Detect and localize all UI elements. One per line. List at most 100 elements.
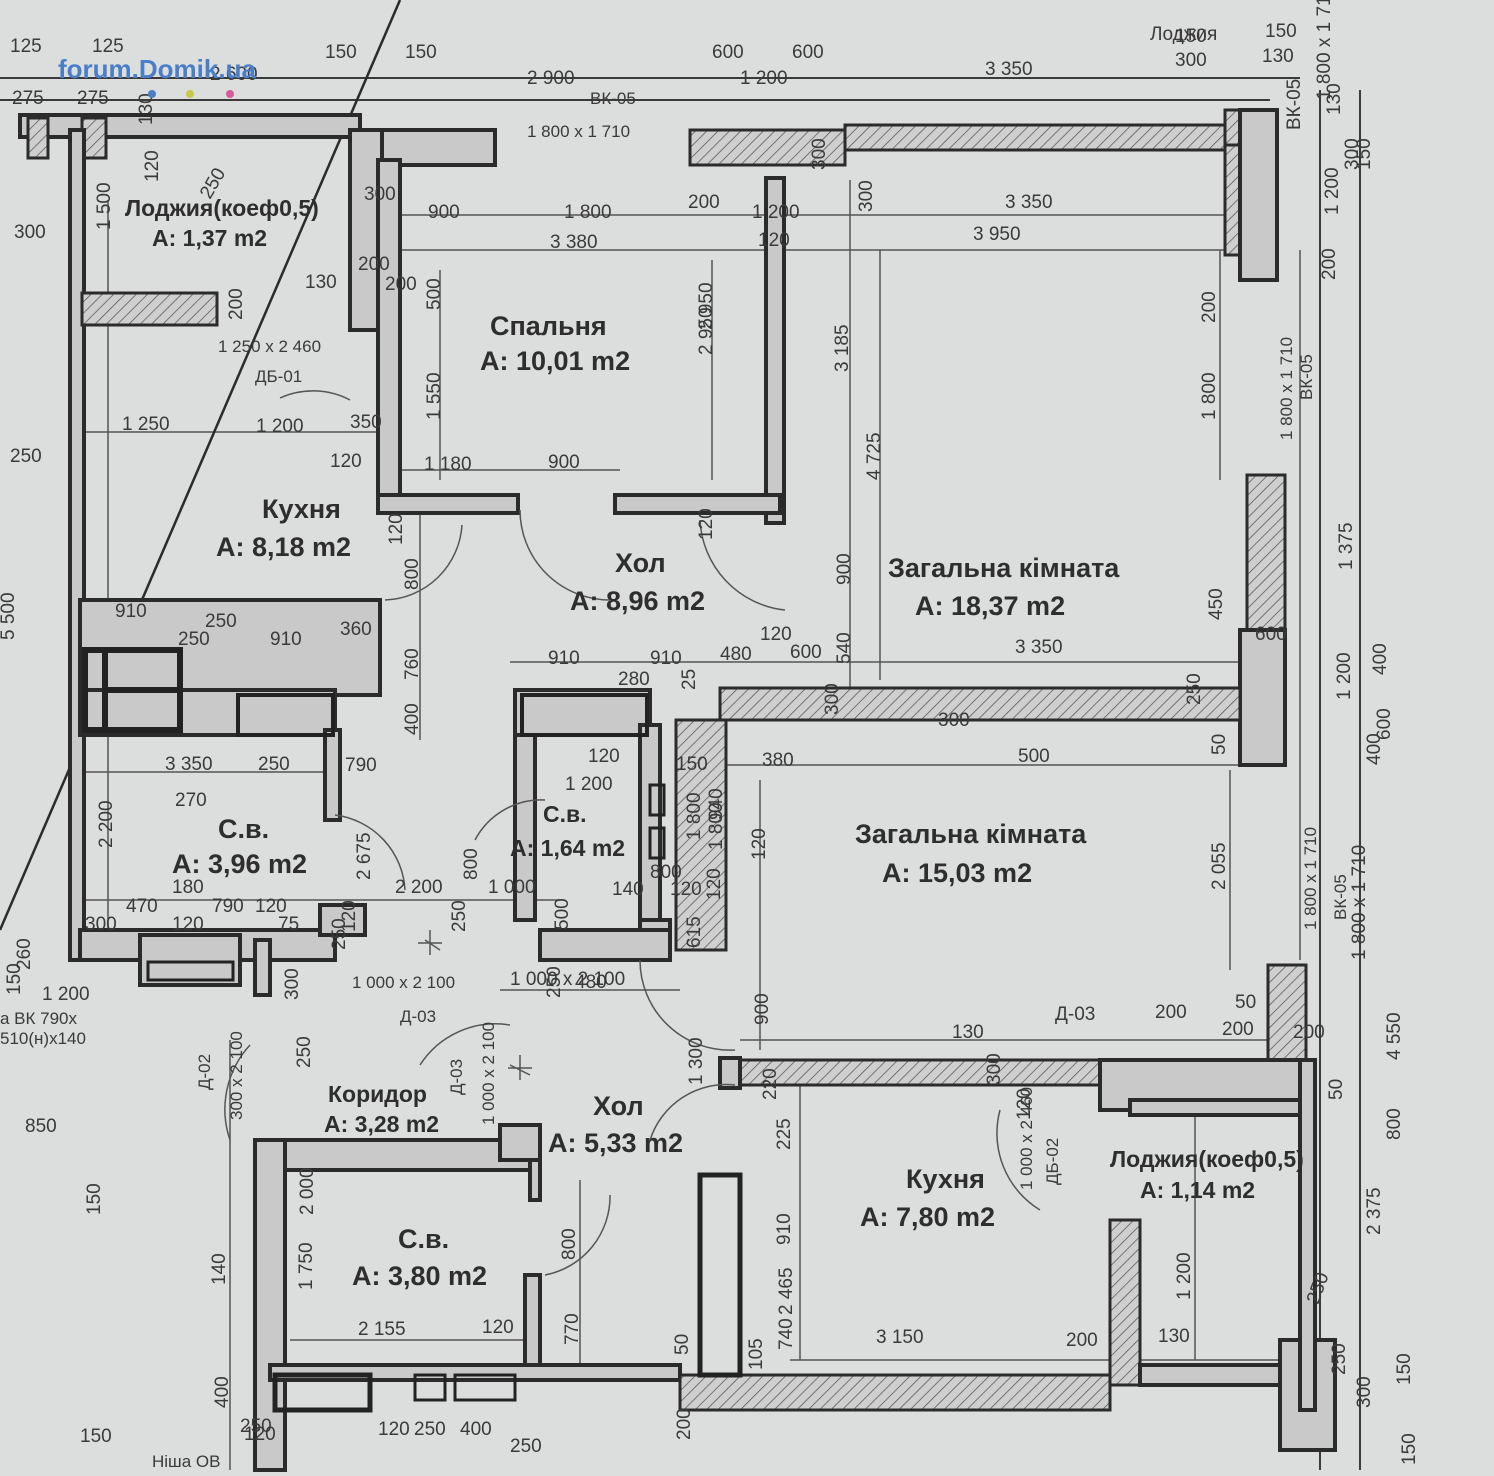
dimension-label: 1 800 x 1 710 bbox=[1349, 845, 1370, 960]
dimension-label: 300 bbox=[1354, 1376, 1375, 1408]
dimension-label: 120 bbox=[255, 896, 287, 917]
dimension-label: 1 800 bbox=[684, 792, 705, 840]
dimension-label: 300 bbox=[856, 180, 877, 212]
dimension-label: 120 bbox=[1014, 1088, 1035, 1120]
dimension-label: 910 bbox=[650, 648, 682, 669]
room-area-bath-small: A: 1,64 m2 bbox=[510, 835, 625, 861]
dimension-label: 1 000 bbox=[488, 877, 536, 898]
dimension-label: 50 bbox=[1235, 992, 1256, 1013]
dimension-label: 150 bbox=[80, 1426, 112, 1447]
room-name-bath-small: С.в. bbox=[543, 801, 587, 827]
dimension-label: 940 bbox=[706, 788, 727, 820]
dimension-label: 250 bbox=[1329, 1343, 1350, 1375]
dimension-label: 800 bbox=[650, 862, 682, 883]
dimension-label: 25 bbox=[679, 669, 700, 690]
dimension-label: 900 bbox=[428, 202, 460, 223]
dimension-label: 280 bbox=[618, 669, 650, 690]
dimension-label: 75 bbox=[278, 914, 299, 935]
code-d02-left-size: 300 x 2 100 bbox=[227, 1031, 246, 1120]
dimension-label: 50 bbox=[1326, 1079, 1347, 1100]
dimension-label: 1 200 bbox=[752, 202, 800, 223]
dimension-label: 250 bbox=[205, 611, 237, 632]
dimension-label: 1 300 bbox=[686, 1037, 707, 1085]
dimension-label: 200 bbox=[688, 192, 720, 213]
dimension-label: 120 bbox=[339, 900, 360, 932]
code-db02: ДБ-02 bbox=[1043, 1138, 1062, 1185]
dimension-label: 300 bbox=[282, 968, 303, 1000]
dimension-label: 4 725 bbox=[864, 432, 885, 480]
dimension-label: 600 bbox=[712, 42, 744, 63]
watermark-text: forum.Domik.ua bbox=[58, 54, 256, 84]
room-name-living-top: Загальна кімната bbox=[888, 553, 1120, 583]
dimension-label: 300 bbox=[85, 914, 117, 935]
dimension-label: 120 bbox=[760, 624, 792, 645]
dimension-label: 150 bbox=[84, 1183, 105, 1215]
dimension-label: 3 350 bbox=[1005, 192, 1053, 213]
dimension-label: 1 200 bbox=[256, 416, 304, 437]
code-vk05-top: ВК-05 bbox=[590, 89, 636, 108]
dimension-label: 770 bbox=[562, 1313, 583, 1345]
dimension-label: 600 bbox=[1374, 708, 1395, 740]
room-name-bedroom: Спальня bbox=[490, 311, 607, 341]
dimension-label: 1 550 bbox=[424, 372, 445, 420]
room-area-hall-bottom: A: 5,33 m2 bbox=[548, 1128, 683, 1158]
room-area-bedroom: A: 10,01 m2 bbox=[480, 346, 630, 376]
dimension-label: 500 bbox=[1018, 746, 1050, 767]
dimension-label: 900 bbox=[548, 452, 580, 473]
dimension-label: 200 bbox=[1155, 1002, 1187, 1023]
room-area-bath-bottom: A: 3,80 m2 bbox=[352, 1261, 487, 1291]
room-name-kitchen-top: Кухня bbox=[262, 494, 341, 524]
dimension-label: 3 150 bbox=[876, 1327, 924, 1348]
room-area-kitchen-top: A: 8,18 m2 bbox=[216, 532, 351, 562]
dimension-label: 120 bbox=[482, 1317, 514, 1338]
dimension-label: 400 bbox=[460, 1419, 492, 1440]
room-name-living-bottom: Загальна кімната bbox=[855, 819, 1087, 849]
dimension-label: 2 465 bbox=[776, 1267, 797, 1315]
dimension-label: 3 350 bbox=[165, 754, 213, 775]
dimension-label: 130 bbox=[305, 272, 337, 293]
dimension-label: 790 bbox=[345, 755, 377, 776]
room-area-corridor: A: 3,28 m2 bbox=[324, 1111, 439, 1137]
dimension-label: 910 bbox=[115, 601, 147, 622]
dimension-label: 600 bbox=[792, 42, 824, 63]
dimension-label: 250 bbox=[544, 966, 565, 998]
dimension-label: 1 200 bbox=[1322, 167, 1343, 215]
room-area-loggia-top: A: 1,37 m2 bbox=[152, 225, 267, 251]
dimension-label: 125 bbox=[10, 36, 42, 57]
dimension-label: 120 bbox=[749, 828, 770, 860]
dimension-label: 250 bbox=[294, 1036, 315, 1068]
dimension-label: 800 bbox=[1384, 1108, 1405, 1140]
dimension-label: ВК-05 bbox=[1284, 79, 1305, 130]
dimension-label: 3 950 bbox=[973, 224, 1021, 245]
dimension-label: 2 000 bbox=[297, 1167, 318, 1215]
room-name-bath-left: С.в. bbox=[218, 814, 269, 844]
dimension-label: 1 180 bbox=[424, 454, 472, 475]
dimension-label: 200 bbox=[1066, 1330, 1098, 1351]
dimension-label: 105 bbox=[746, 1338, 767, 1370]
dimension-label: 450 bbox=[1206, 588, 1227, 620]
dimension-label: 850 bbox=[25, 1116, 57, 1137]
dimension-label: 260 bbox=[14, 938, 35, 970]
dimension-label: 275 bbox=[12, 88, 44, 109]
room-name-bath-bottom: С.в. bbox=[398, 1224, 449, 1254]
dimension-label: 1 200 bbox=[565, 774, 613, 795]
dimension-label: 150 bbox=[325, 42, 357, 63]
dimension-label: 470 bbox=[126, 896, 158, 917]
watermark-dot-pink bbox=[226, 90, 234, 98]
dimension-label: 120 bbox=[758, 230, 790, 251]
dimension-label: 800 bbox=[559, 1228, 580, 1260]
dimension-label: 910 bbox=[774, 1213, 795, 1245]
dimension-label: 300 bbox=[14, 222, 46, 243]
dimension-label: 2 155 bbox=[358, 1319, 406, 1340]
dimension-label: 500 bbox=[552, 898, 573, 930]
dimension-label: 400 bbox=[402, 703, 423, 735]
dimension-label: 900 bbox=[752, 993, 773, 1025]
dimension-label: 910 bbox=[270, 629, 302, 650]
dimension-label: 5 500 bbox=[0, 592, 19, 640]
dimension-label: 150 bbox=[1175, 26, 1207, 47]
dimension-label: 1 375 bbox=[1336, 522, 1357, 570]
code-vk05-right-bottom-size: 1 800 x 1 710 bbox=[1301, 827, 1320, 930]
dimension-label: 130 bbox=[1158, 1326, 1190, 1347]
dimension-label: 1 000 x 2 100 bbox=[510, 969, 625, 990]
dimension-label: 1 800 bbox=[1199, 372, 1220, 420]
